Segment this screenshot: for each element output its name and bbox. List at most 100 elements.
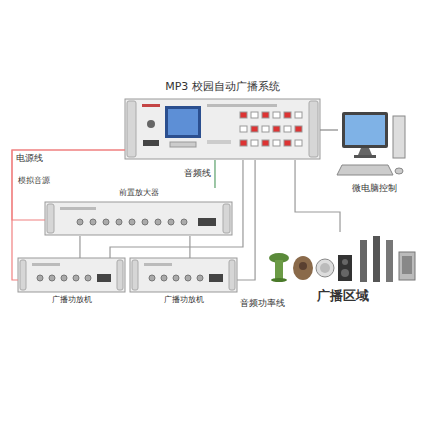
amplifier-unit-part [149,275,155,281]
main-unit-part [240,112,247,118]
computer-icon-part [393,116,405,158]
node-label: 广播区域 [315,288,371,305]
preamp-unit-part [77,219,83,225]
preamp-unit [45,202,232,235]
preamp-unit-part [47,204,54,233]
amplifier-unit-part [209,274,223,282]
amplifier-unit-part [37,275,43,281]
preamp-unit-part [129,219,135,225]
amplifier-unit-part [161,275,167,281]
amplifier-unit-part [117,260,123,290]
wire-label: 音频功率线 [240,298,285,310]
amplifier-unit-part [144,263,172,266]
speaker-icons-part [320,263,330,273]
preamp-unit-part [198,218,216,226]
preamp-box: 前置放大器 [45,188,232,236]
main-unit-part [273,140,280,146]
amplifier-unit-part [97,274,111,282]
amplifier-unit-part [61,275,67,281]
computer-icon-part [354,155,376,158]
main-unit-part [251,126,258,132]
speaker-icons-part [275,260,283,279]
speaker-icons-part [341,269,349,277]
amplifier-unit-part [130,258,237,292]
computer-icon-part [337,165,393,175]
wire-label: 模拟音源 [18,176,50,186]
speaker-icons-part [316,259,334,277]
main-unit-box: MP3 校园自动广播系统 [125,80,320,160]
speaker-icons-part [360,240,367,282]
computer-icon-part [358,148,372,155]
main-unit-part [262,112,269,118]
signal-wire [214,160,215,188]
speaker-icons-part [373,236,380,282]
main-unit-part [273,112,280,118]
signal-wire [12,150,125,280]
preamp-unit-part [45,202,232,235]
main-unit-part [295,126,302,132]
main-unit-part [125,99,320,159]
preamp-unit-part [60,207,96,210]
amplifier-unit-part [32,263,60,266]
computer-box: 微电脑控制 [338,108,410,195]
main-unit-part [262,140,269,146]
speaker-icons-part [386,240,393,282]
speaker-icons-part [342,259,348,265]
main-unit [125,99,320,159]
main-unit-part [207,140,231,144]
signal-wire [12,150,125,220]
signal-wire [237,160,255,280]
main-unit-part [240,126,247,132]
main-unit-part [295,140,302,146]
computer-icon [337,112,405,175]
speaker-icons-part [271,278,287,282]
broadcast-area-box: 广播区域 [265,232,420,305]
signal-wire [320,129,338,130]
preamp-unit-part [181,219,187,225]
preamp-unit-part [116,219,122,225]
speaker-icons-part [402,256,412,274]
preamp-unit-part [223,204,230,233]
node-label: 前置放大器 [117,188,161,198]
signal-wire [110,160,243,258]
node-label: 广播功放机 [162,295,206,305]
wire-label: 音频线 [183,168,212,180]
computer-icon-part [395,168,403,174]
speaker-icons-part [299,262,307,270]
amplifier-unit-part [132,260,138,290]
preamp-unit-part [142,219,148,225]
main-unit-part [251,140,258,146]
main-unit-part [273,126,280,132]
preamp-unit-part [168,219,174,225]
preamp-unit-part [90,219,96,225]
amplifier-box: 广播功放机 [130,258,237,305]
node-label: MP3 校园自动广播系统 [163,80,282,94]
signal-wire [295,160,340,232]
amplifier-unit-part [18,258,125,292]
main-unit-part [147,120,155,128]
main-unit-part [240,140,247,146]
main-unit-part [170,142,196,147]
computer-icon-part [345,115,385,145]
amplifier-unit-part [20,260,26,290]
main-unit-part [127,101,136,157]
main-unit-part [284,112,291,118]
main-unit-part [251,112,258,118]
amplifier-box: 广播功放机 [18,258,125,305]
amplifier-unit-part [229,260,235,290]
amplifier-unit [18,258,237,292]
amplifier-unit-part [73,275,79,281]
speaker-icons-part [338,255,352,281]
main-unit-part [262,126,269,132]
node-label: 微电脑控制 [350,183,399,195]
amplifier-unit-part [85,275,91,281]
signal-wire [79,236,80,258]
amplifier-unit-part [173,275,179,281]
main-unit-part [165,106,201,138]
main-unit-part [309,101,318,157]
wire-label: 电源线 [16,153,43,165]
main-unit-part [295,112,302,118]
